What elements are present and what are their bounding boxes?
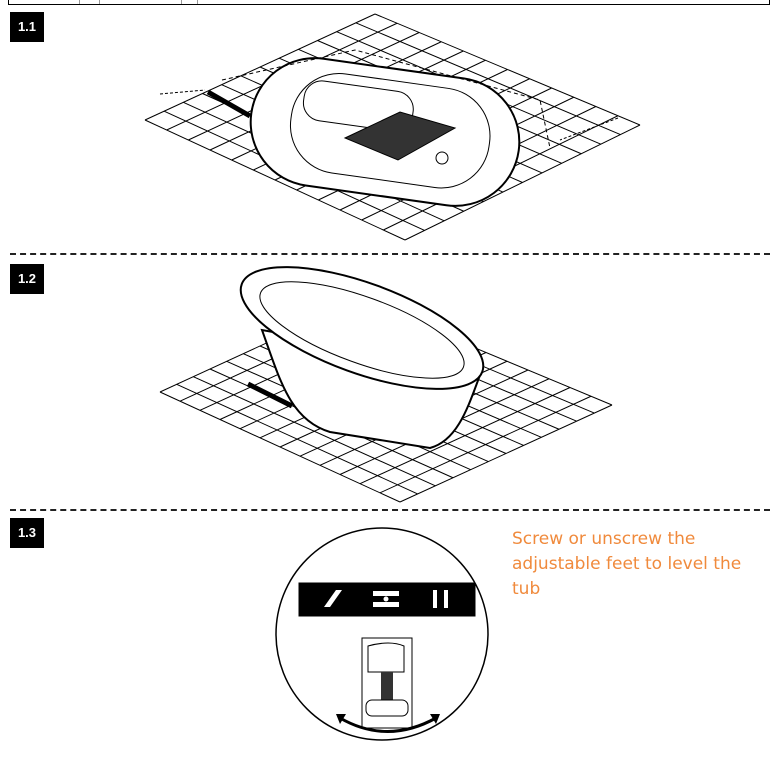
grid-line — [404, 124, 641, 241]
drain-grill — [343, 111, 457, 161]
grid-line — [193, 376, 436, 487]
grid-line — [379, 395, 592, 494]
section-divider — [10, 253, 770, 255]
tub-top-view — [159, 49, 619, 207]
freestanding-tub — [239, 266, 485, 450]
grid-line — [159, 391, 401, 503]
step-label-1-1: 1.1 — [10, 12, 44, 42]
grid-line — [144, 119, 406, 241]
header-table-fragment — [8, 0, 770, 5]
grid-line — [176, 383, 418, 495]
adjustable-foot-detail — [275, 527, 489, 741]
section-divider — [10, 509, 770, 511]
step-label-1-3: 1.3 — [10, 518, 44, 548]
step-label-1-2: 1.2 — [10, 264, 44, 294]
leveling-instruction: Screw or unscrew the adjustable feet to … — [512, 529, 742, 599]
grid-line — [399, 404, 613, 503]
